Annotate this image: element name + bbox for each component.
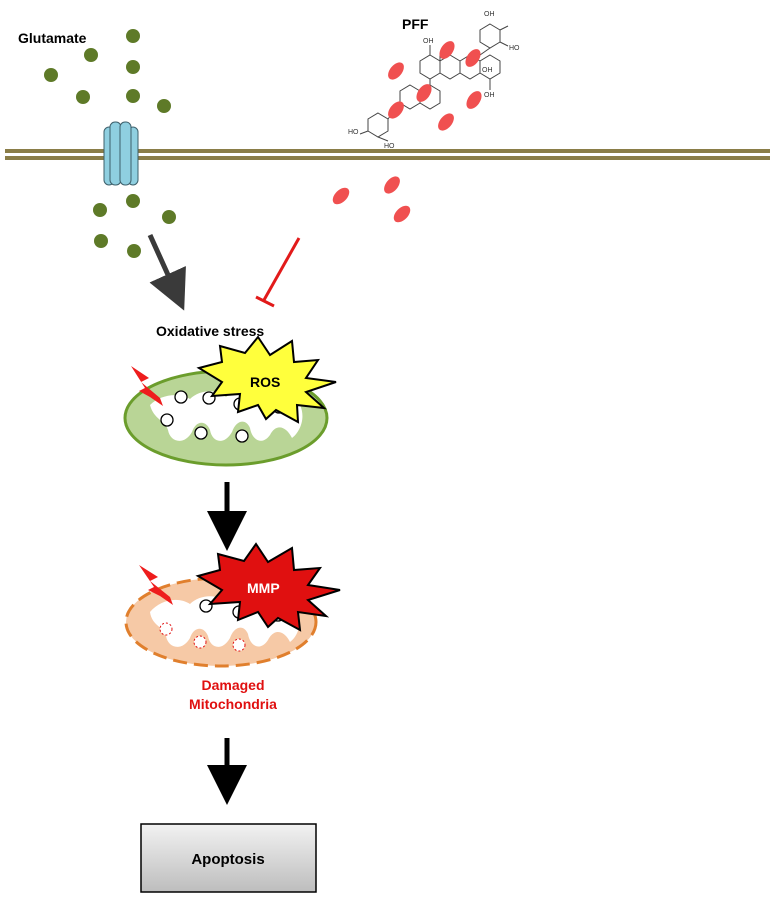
hydroxyl-label: OH bbox=[484, 92, 495, 99]
mmp-label: MMP bbox=[247, 580, 280, 596]
mito-particle bbox=[199, 599, 213, 613]
pff-structure-labels: OH OH OH OH HO HO HO bbox=[348, 11, 520, 150]
mito-particle bbox=[160, 413, 174, 427]
pff-molecules bbox=[332, 41, 482, 223]
ho-label: HO bbox=[384, 143, 395, 150]
glutamate-dot bbox=[84, 48, 98, 62]
pff-dot bbox=[388, 62, 404, 80]
pff-dot bbox=[332, 187, 350, 205]
glutamate-dot bbox=[126, 194, 140, 208]
glutamate-dot bbox=[127, 244, 141, 258]
glutamate-dot bbox=[94, 234, 108, 248]
pff-dot bbox=[416, 84, 432, 102]
pff-dot bbox=[393, 205, 411, 223]
glutamate-dot bbox=[126, 89, 140, 103]
ros-burst: ROS bbox=[196, 335, 337, 424]
ros-label: ROS bbox=[250, 374, 280, 390]
damaged-label-line2: Mitochondria bbox=[189, 696, 277, 712]
mito-particle bbox=[174, 390, 188, 404]
pff-label: PFF bbox=[402, 16, 429, 32]
pff-chemical-structure bbox=[359, 23, 509, 142]
ho-label: HO bbox=[348, 129, 359, 136]
damaged-label-line1: Damaged bbox=[201, 677, 264, 693]
ho-label: HO bbox=[509, 45, 520, 52]
hydroxyl-label: OH bbox=[423, 38, 434, 45]
mito-particle bbox=[235, 429, 249, 443]
mito-particle bbox=[194, 426, 208, 440]
damaged-particle bbox=[232, 638, 246, 652]
glutamate-dot bbox=[126, 29, 140, 43]
ion-channel-icon bbox=[103, 121, 139, 186]
glutamate-to-stress-arrow bbox=[147, 233, 186, 311]
hydroxyl-label: OH bbox=[484, 11, 495, 18]
glutamate-dot bbox=[93, 203, 107, 217]
lightning-bolt-icon bbox=[139, 565, 173, 605]
glutamate-label: Glutamate bbox=[18, 30, 87, 46]
pff-dot bbox=[438, 113, 454, 131]
glutamate-molecules bbox=[44, 29, 176, 258]
hydroxyl-label: OH bbox=[482, 67, 493, 74]
lightning-bolt-icon bbox=[131, 366, 163, 406]
apoptosis-label: Apoptosis bbox=[191, 851, 264, 868]
glutamate-dot bbox=[44, 68, 58, 82]
pff-dot bbox=[388, 101, 404, 119]
apoptosis-box: Apoptosis bbox=[140, 823, 317, 893]
pff-dot bbox=[384, 176, 400, 194]
pff-dot bbox=[466, 91, 482, 109]
oxidative-stress-label: Oxidative stress bbox=[156, 323, 264, 339]
damaged-particle bbox=[193, 635, 207, 649]
pff-inhibition-line bbox=[255, 237, 301, 308]
pff-dot bbox=[439, 41, 455, 59]
glutamate-dot bbox=[162, 210, 176, 224]
glutamate-dot bbox=[157, 99, 171, 113]
glutamate-dot bbox=[76, 90, 90, 104]
damaged-particle bbox=[159, 622, 173, 636]
glutamate-dot bbox=[126, 60, 140, 74]
mmp-burst: MMP bbox=[195, 542, 341, 632]
pff-dot bbox=[465, 49, 481, 67]
